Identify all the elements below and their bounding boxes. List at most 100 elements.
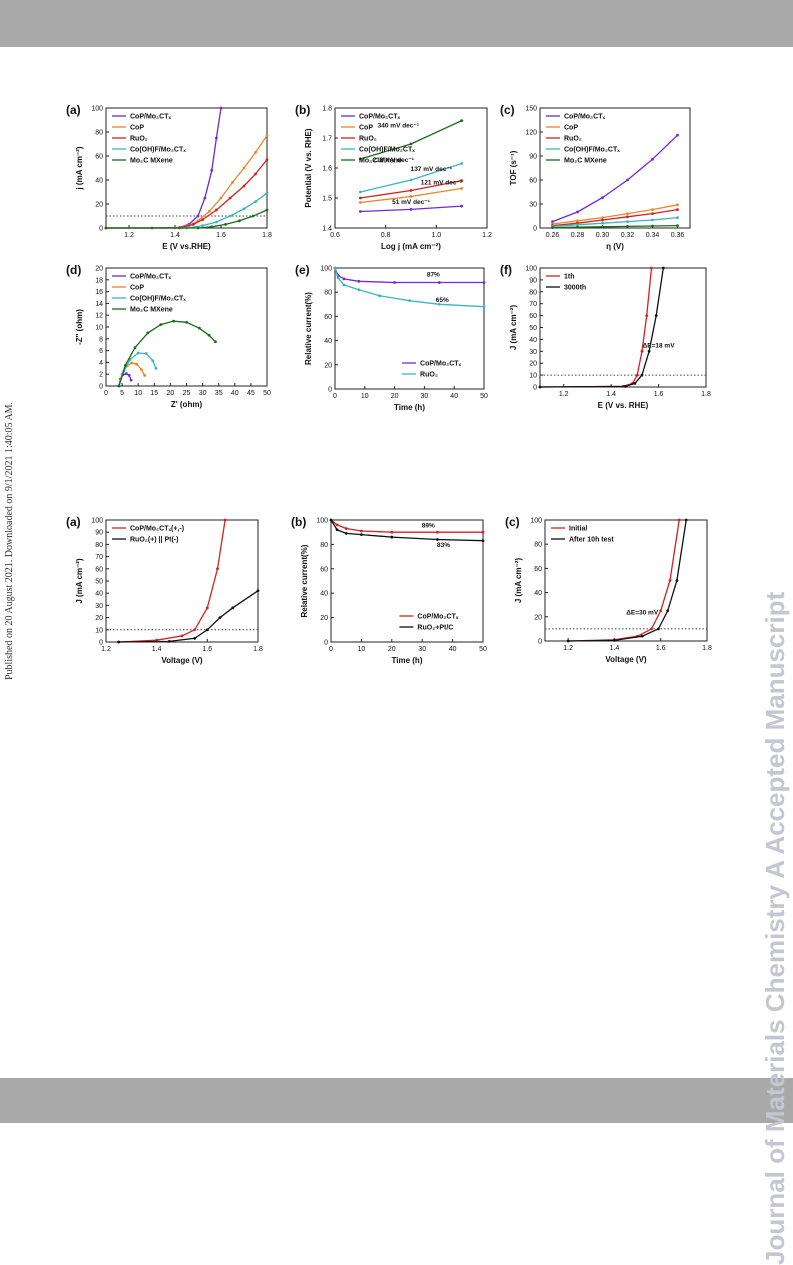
p1f-y-tick-label: 30 <box>529 349 537 356</box>
p1d-legend-label: Co(OH)F/Mo₂CTₓ <box>130 296 186 303</box>
p1d-x-tick-label: 20 <box>167 390 175 397</box>
p1d-y-tick-label: 8 <box>99 336 103 343</box>
p2c-data-point <box>657 627 660 631</box>
p1d-y-tick-label: 20 <box>95 266 103 273</box>
p1a-data-point <box>224 223 228 226</box>
p1d-x-tick-label: 45 <box>247 390 255 397</box>
p2b-y-tick-label: 20 <box>320 615 328 622</box>
p1f-y-tick-label: 70 <box>529 301 537 308</box>
p2b-data-point <box>436 530 439 534</box>
p2c-y-tick-label: 60 <box>534 566 542 573</box>
p1e-panel-label: (e) <box>295 263 310 277</box>
p2b-data-point <box>360 529 363 533</box>
p1b-annotation: 51 mV dec⁻¹ <box>392 199 430 206</box>
p2a-series-line <box>118 590 259 643</box>
p1e-plot-frame <box>334 267 485 390</box>
p1a-y-tick-label: 0 <box>99 226 103 233</box>
p2a-data-point <box>205 628 209 632</box>
p1a-panel-label: (a) <box>66 103 81 117</box>
p2b-series-line <box>330 519 483 533</box>
p1a-series-line <box>106 192 268 229</box>
p1d-data-point <box>214 340 217 344</box>
p1f-x-tick-label: 1.6 <box>654 391 664 398</box>
p2b-data-point <box>360 533 363 537</box>
p1d-legend-label: CoP <box>130 285 144 292</box>
p2a-y-tick-label: 100 <box>91 518 103 525</box>
p1e-x-tick-label: 10 <box>361 393 369 400</box>
p1a-data-point <box>265 208 269 212</box>
p1b-x-tick-label: 0.6 <box>330 232 340 239</box>
p1d-x-tick-label: 40 <box>231 390 239 397</box>
p2c-y-tick-label: 80 <box>534 542 542 549</box>
p1d-y-tick-label: 0 <box>99 384 103 391</box>
p2b-data-point <box>329 518 333 522</box>
p1d-data-point <box>135 362 138 366</box>
p1f-y-tick-label: 10 <box>529 373 537 380</box>
p1d-data-point <box>197 326 201 330</box>
p1c-legend-label: Co(OH)F/Mo₂CTₓ <box>564 147 620 154</box>
p1d-data-point <box>140 368 143 371</box>
p1d-data-point <box>143 373 147 377</box>
p1f-data-point <box>654 314 658 317</box>
p2c-data-point <box>613 638 616 642</box>
p1b-legend-label: CoP <box>359 125 373 132</box>
p1d-x-tick-label: 25 <box>183 390 191 397</box>
p1c-data-point <box>601 225 604 229</box>
p1e-y-tick-label: 40 <box>324 338 332 345</box>
p1b-x-tick-label: 1.2 <box>482 232 492 239</box>
p1b-legend-label: Co(OH)F/Mo₂CTₓ <box>359 147 415 154</box>
p1d-y-tick-label: 2 <box>99 372 103 379</box>
p1b-legend-label: CoP/Mo₂CTₓ <box>359 114 400 121</box>
p2c-data-point <box>659 609 663 613</box>
p2b-data-point <box>390 530 394 534</box>
p1d-x-tick-label: 0 <box>104 390 108 397</box>
p1c-x-tick-label: 0.32 <box>621 232 635 239</box>
p1d-data-point <box>185 320 188 324</box>
p2a-data-point <box>256 589 260 593</box>
p1e-data-point <box>437 302 441 306</box>
p1a-y-tick-label: 100 <box>91 106 103 113</box>
p2a-data-point <box>117 640 121 644</box>
p1f-y-tick-label: 0 <box>533 385 537 392</box>
p1d-data-point <box>127 373 131 377</box>
p1b-y-tick-label: 1.7 <box>322 136 332 143</box>
p1a-data-point <box>231 181 234 184</box>
p1e-x-tick-label: 0 <box>333 393 337 400</box>
p1d-data-point <box>129 378 133 382</box>
p1d-data-point <box>146 331 150 335</box>
p1f-data-point <box>647 349 651 353</box>
p1c-data-point <box>576 223 579 227</box>
p1c-y-tick-label: 150 <box>525 106 537 113</box>
p1c-data-point <box>626 225 629 228</box>
p1a-x-axis-label: E (V vs.RHE) <box>162 242 211 251</box>
p1d-data-point <box>154 366 158 370</box>
p1f-panel-label: (f) <box>500 263 512 277</box>
p1c-y-tick-label: 90 <box>529 154 537 161</box>
p1b-data-point <box>358 201 362 204</box>
p1a-data-point <box>254 151 257 154</box>
p1d-y-tick-label: 14 <box>95 301 103 308</box>
p2c-y-tick-label: 100 <box>530 518 542 525</box>
p1a-legend-label: CoP/Mo₂CTₓ <box>130 114 171 121</box>
p1c-x-tick-label: 0.26 <box>546 232 560 239</box>
p2c-data-point <box>675 579 679 582</box>
p1d-data-point <box>117 384 121 388</box>
p1a-data-point <box>196 214 200 218</box>
p1d-data-point <box>124 372 128 376</box>
p1c-data-point <box>676 216 679 220</box>
p1e-data-point <box>482 305 486 309</box>
p1b-annotation: 137 mV dec⁻¹ <box>411 166 452 173</box>
p1d-data-point <box>159 323 163 327</box>
p2a-panel-label: (a) <box>66 515 81 529</box>
p1d-data-point <box>144 352 148 355</box>
p1b-data-point <box>358 190 362 194</box>
p1c-y-axis-label: TOF (s⁻¹) <box>509 150 518 185</box>
p1e-data-point <box>378 294 382 298</box>
p1e-x-tick-label: 20 <box>391 393 399 400</box>
p2a-y-tick-label: 60 <box>95 566 103 573</box>
p2a-legend-label: RuO₂(+) || Pt(-) <box>130 537 178 544</box>
p1a-data-point <box>192 223 195 226</box>
p1d-data-point <box>133 346 137 350</box>
p1c-data-point <box>676 224 679 228</box>
